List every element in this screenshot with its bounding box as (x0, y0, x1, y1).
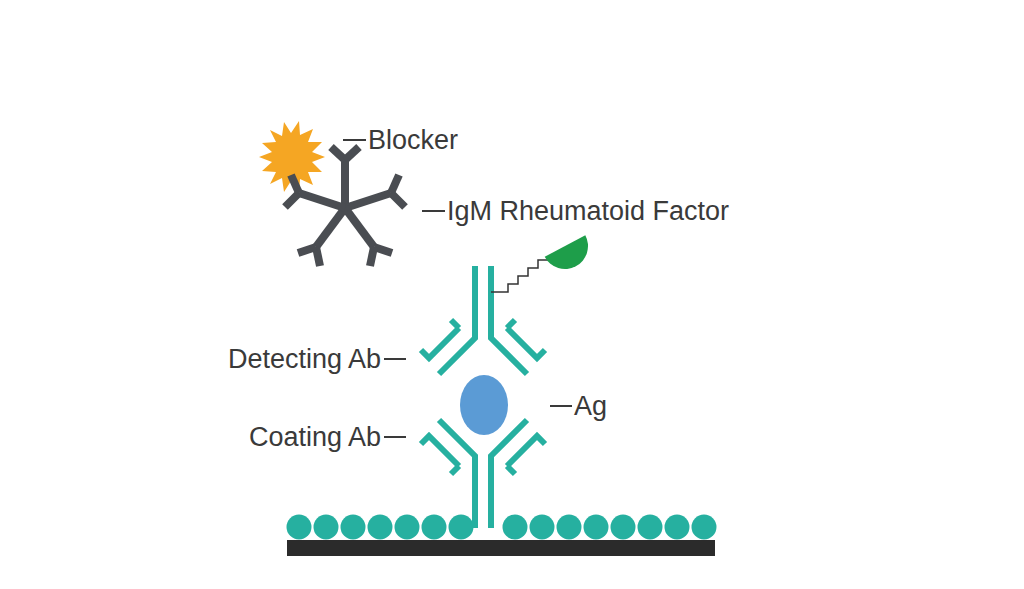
part-label: Ag (574, 390, 607, 422)
enzyme-label (545, 235, 596, 277)
coating-beads (287, 515, 717, 540)
leader-dashes (343, 140, 572, 437)
part-label: Blocker (368, 124, 458, 156)
igm-symbol (285, 147, 405, 266)
antigen (460, 375, 508, 435)
coating-antibody (421, 420, 545, 528)
detecting-antibody (421, 266, 545, 374)
plate-surface (287, 540, 715, 556)
part-label: Detecting Ab (228, 343, 381, 375)
part-label: IgM Rheumatoid Factor (447, 195, 729, 227)
blocker-symbol (259, 121, 325, 193)
linker (491, 260, 550, 292)
part-label: Coating Ab (249, 421, 381, 453)
